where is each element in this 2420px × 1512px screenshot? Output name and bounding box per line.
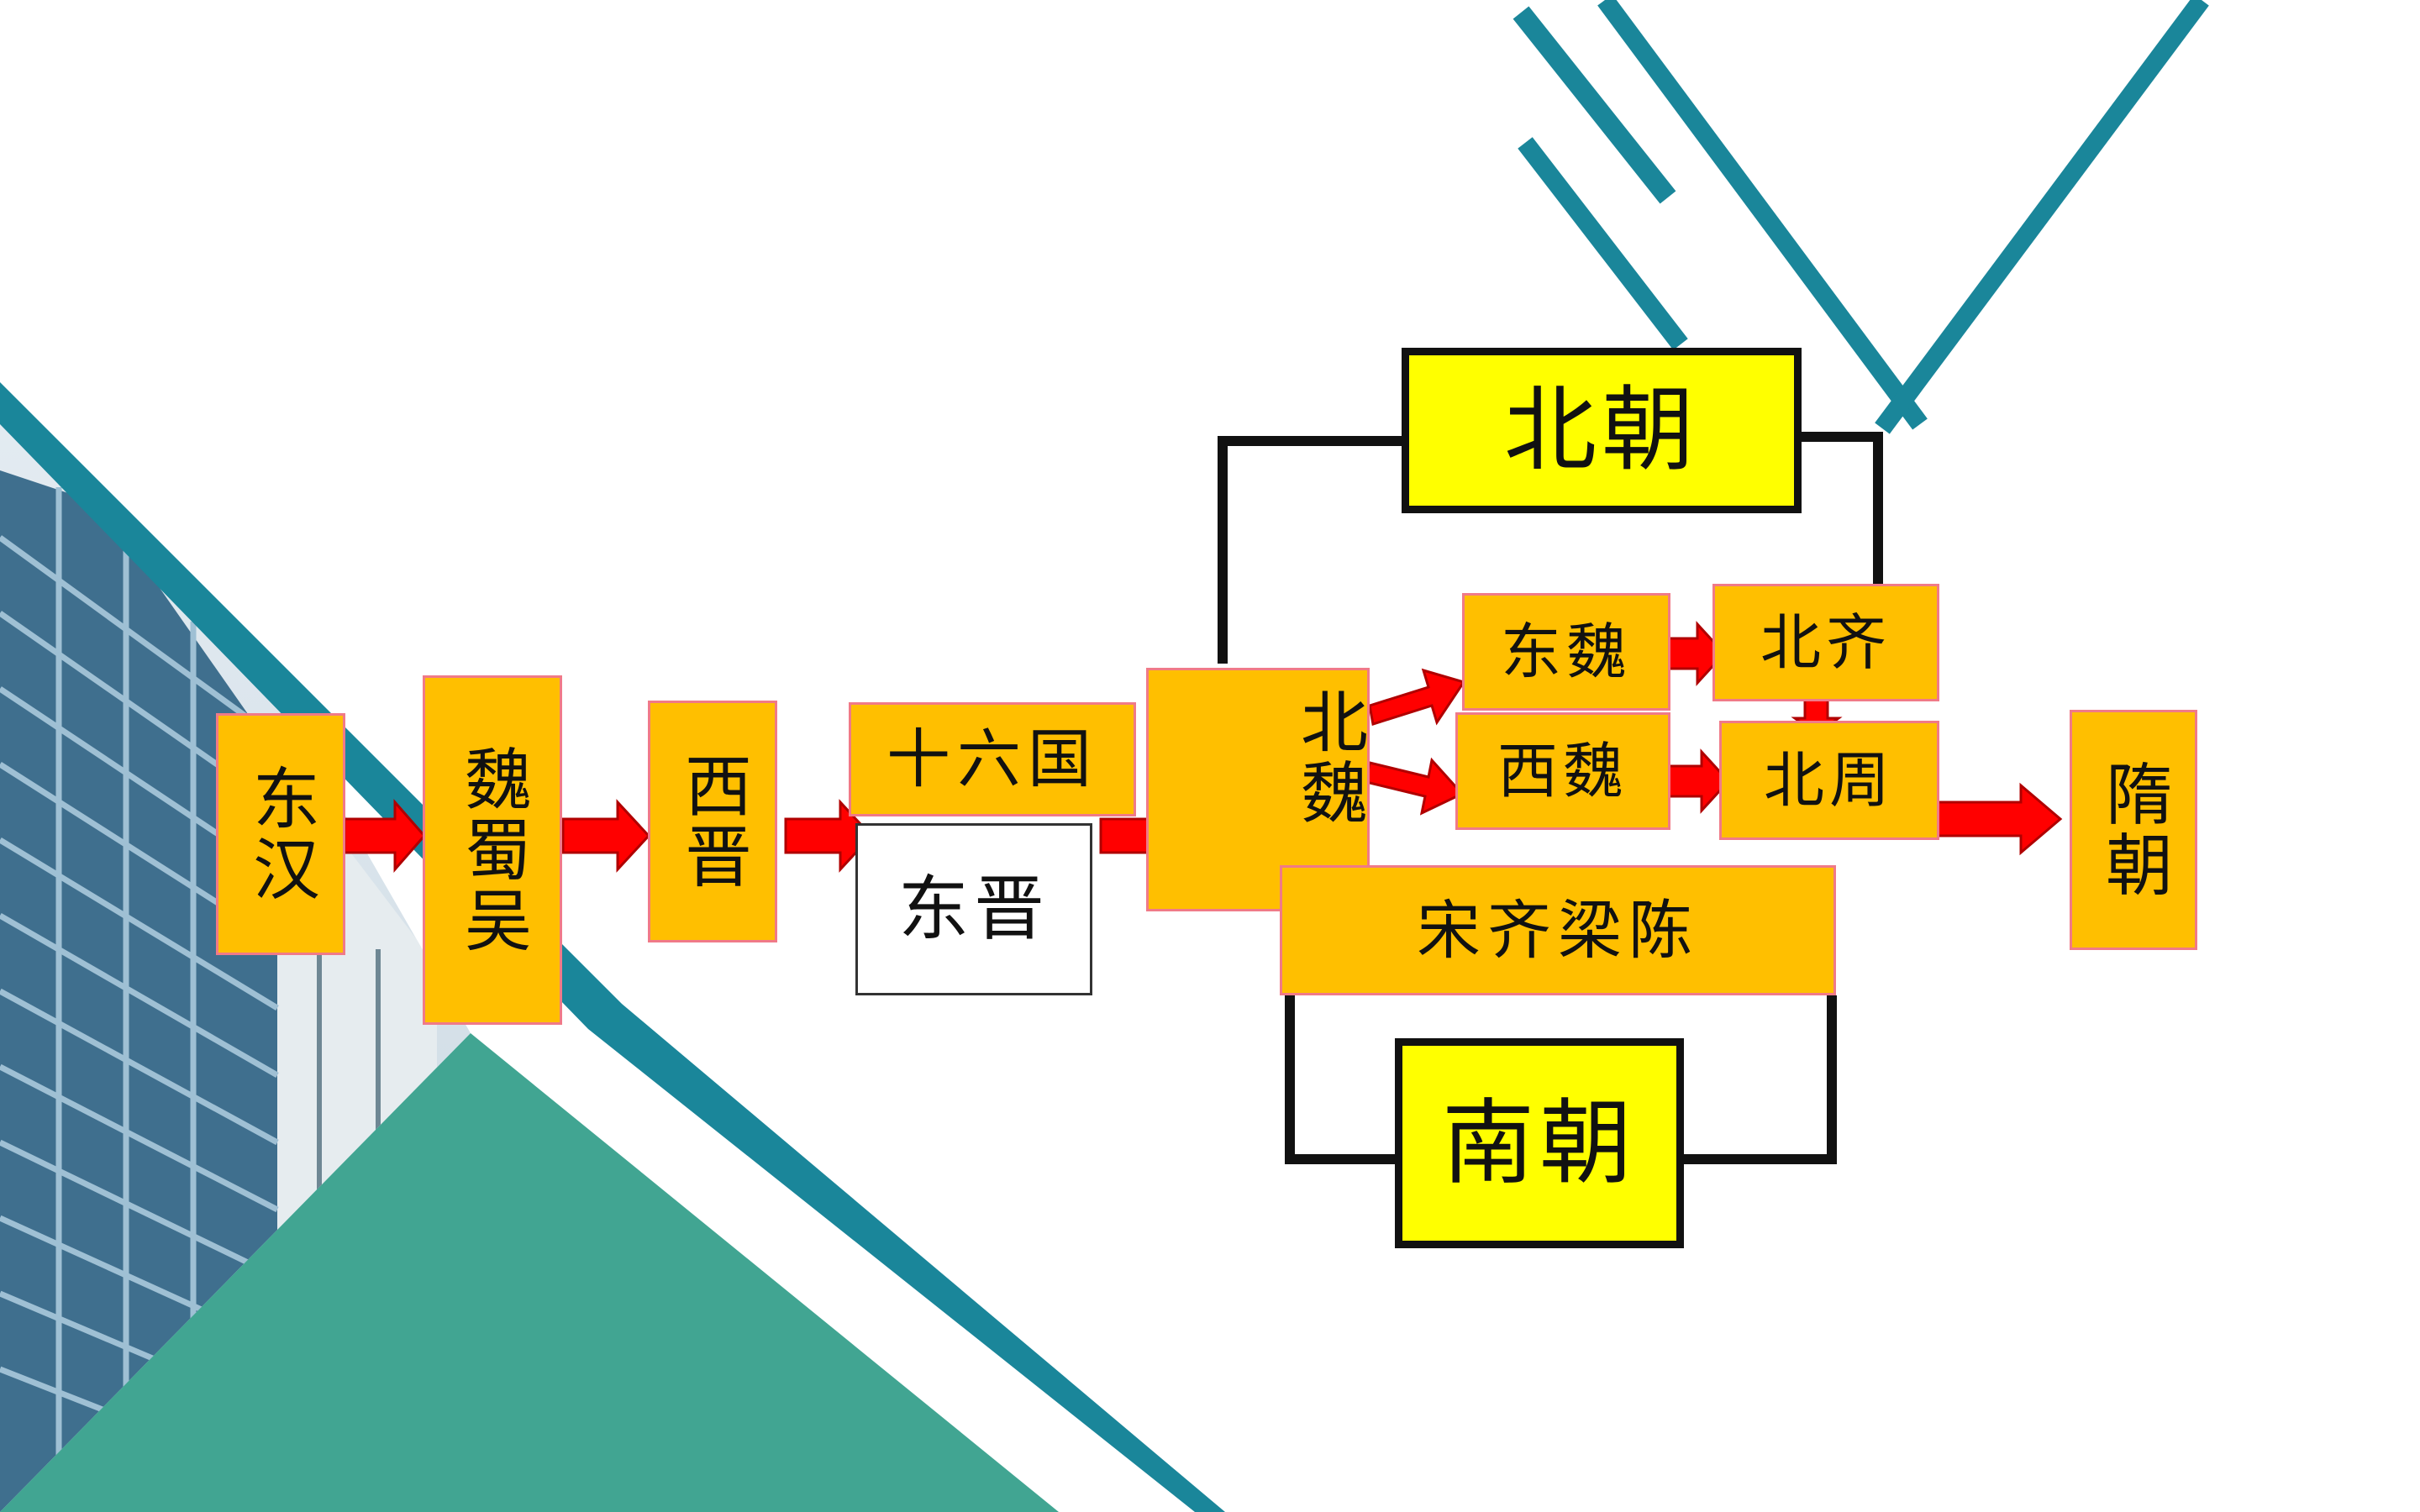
southern-bracket-line-right: [1681, 995, 1837, 1164]
node-songqiliangchen: 宋齐梁陈: [1280, 865, 1836, 995]
node-beizhou: 北周: [1719, 721, 1939, 840]
node-xijin: 西晋: [648, 701, 777, 942]
node-shiliuguo: 十六国: [849, 702, 1136, 816]
arrow-beizhou-to-suichao: [1935, 782, 2063, 856]
arrow-beiwei-to-xiwei: [1365, 757, 1465, 816]
southern-bracket-line: [1285, 995, 1399, 1164]
arrow-weishuwu-to-xijin: [561, 799, 651, 873]
northern-bracket-line-right: [1798, 432, 1883, 584]
node-beiqi: 北齐: [1712, 584, 1939, 701]
group-northern-dynasties: 北朝: [1402, 348, 1802, 513]
arrow-beiwei-to-dongwei: [1368, 668, 1466, 726]
group-southern-dynasties: 南朝: [1395, 1038, 1684, 1248]
node-xiwei: 西魏: [1455, 712, 1670, 830]
node-suichao: 隋朝: [2070, 710, 2197, 950]
arrow-xiwei-to-beizhou: [1666, 748, 1731, 814]
northern-bracket-line: [1218, 436, 1403, 664]
node-dongjin: 东晋: [855, 823, 1092, 995]
node-dongwei: 东魏: [1462, 593, 1670, 711]
arrow-donghan-to-weishuwu: [343, 799, 426, 873]
node-weishuwu: 魏蜀吴: [423, 675, 562, 1025]
node-donghan: 东汉: [216, 713, 345, 955]
